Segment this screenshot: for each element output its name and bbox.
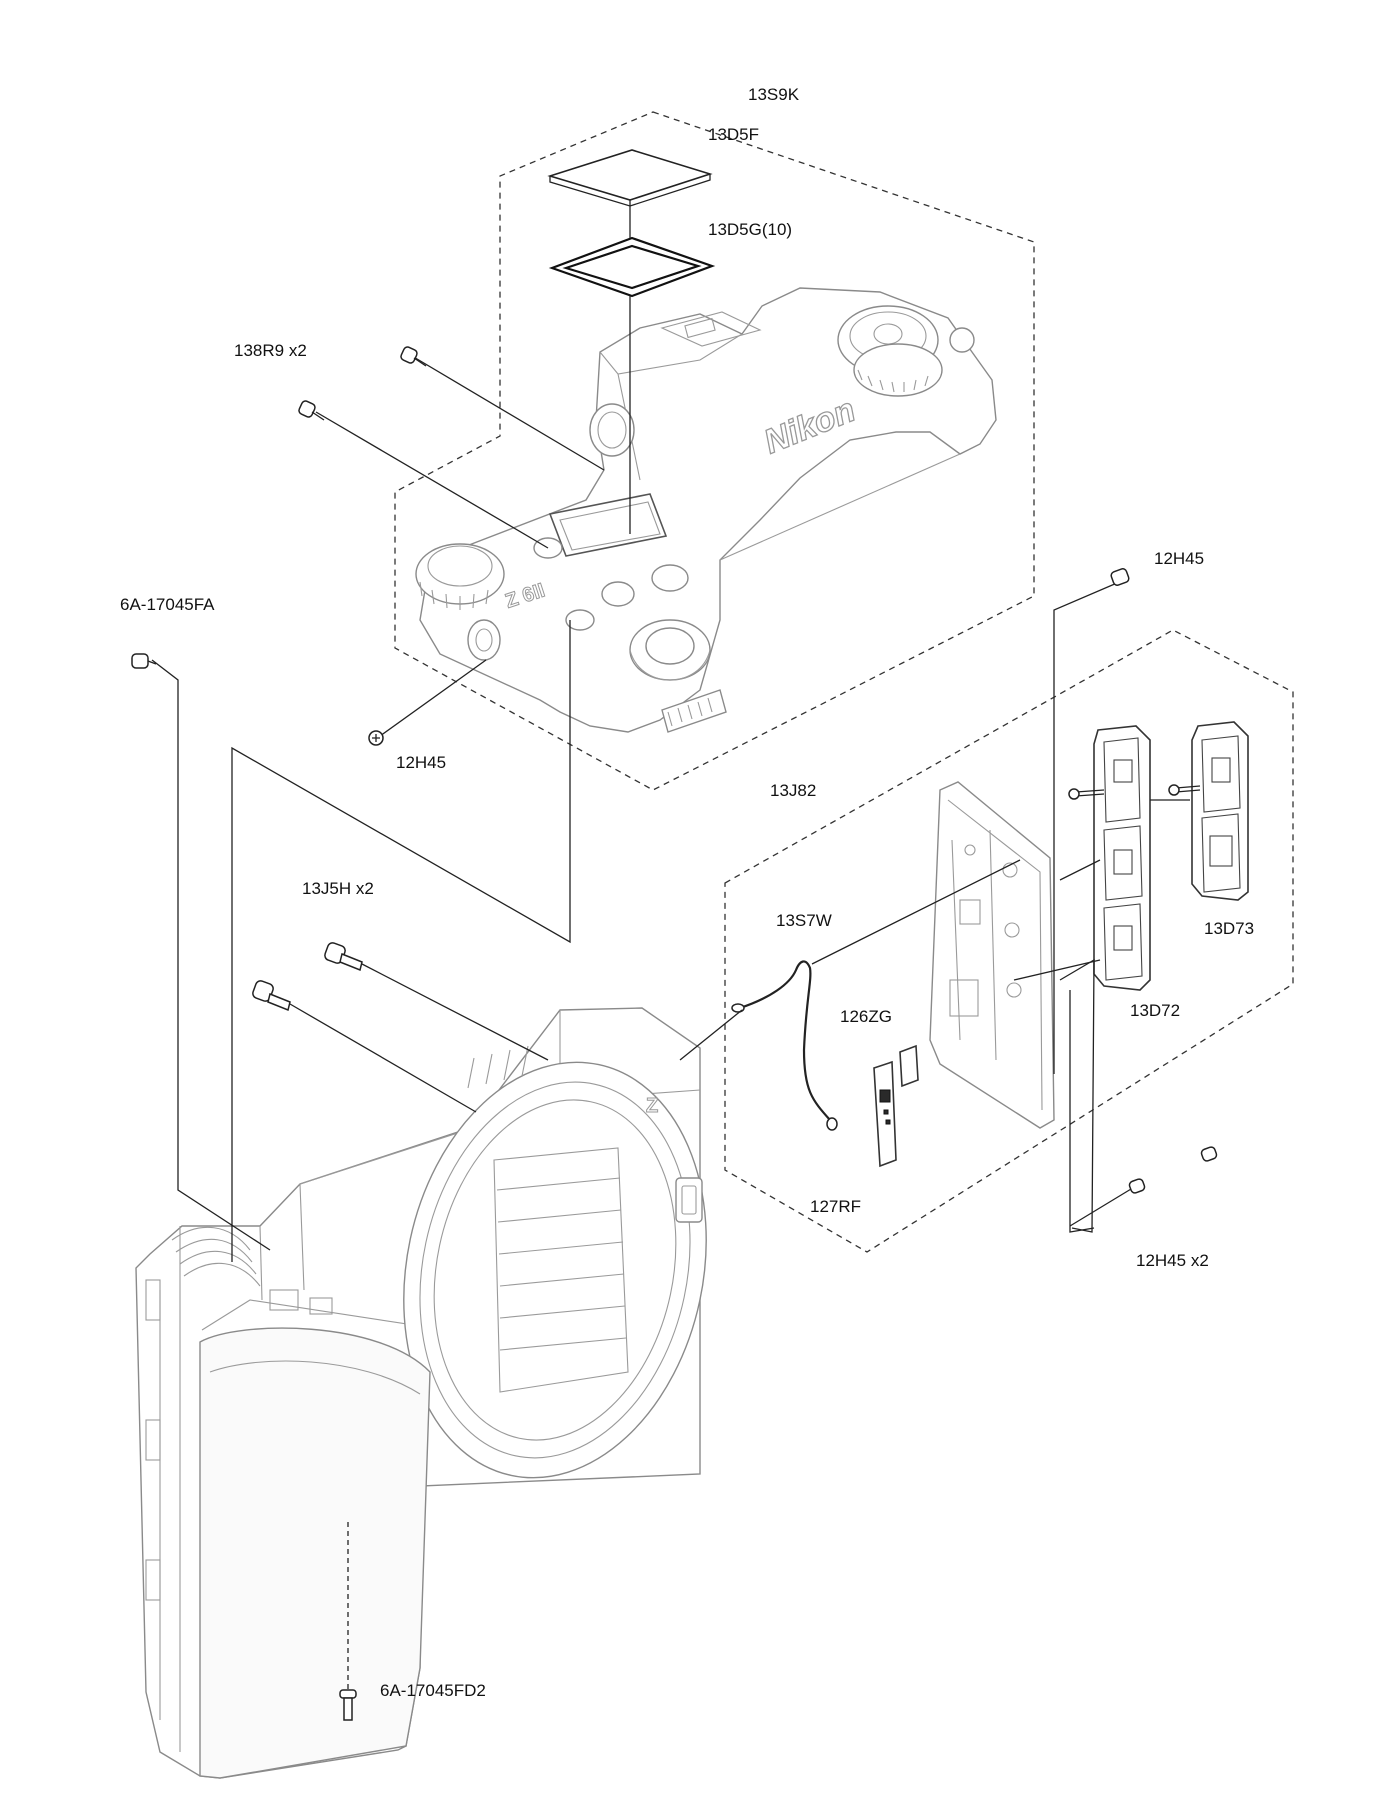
side-assembly-boundary: [724, 629, 1294, 1253]
port-cover-13D72: [1093, 725, 1151, 991]
label-127RF: 127RF: [810, 1197, 861, 1216]
screw-6A-17045FA: [131, 653, 157, 669]
screw-138R9-a: [400, 346, 427, 367]
label-12H45x2: 12H45 x2: [1136, 1251, 1209, 1270]
screw-12H45-top-right: [1110, 568, 1130, 586]
label-126ZG: 126ZG: [840, 1007, 892, 1026]
label-13D73: 13D73: [1204, 919, 1254, 938]
cable: [739, 960, 831, 1121]
label-13D72: 13D72: [1130, 1001, 1180, 1020]
label-6A-17045FA: 6A-17045FA: [120, 595, 215, 614]
label-13J82: 13J82: [770, 781, 816, 800]
label-13S9K: 13S9K: [748, 85, 800, 104]
screw-12H45-side-b: [1128, 1178, 1146, 1194]
top-cover-assembly-boundary: [394, 111, 1035, 791]
label-12H45-top-right: 12H45: [1154, 549, 1204, 568]
side-frame: [929, 781, 1055, 1129]
camera-body: Z: [135, 1007, 707, 1779]
mount-badge: Z: [646, 1095, 658, 1117]
label-138R9: 138R9 x2: [234, 341, 307, 360]
screw-13J5H-a: [324, 942, 363, 972]
screw-138R9-b: [298, 400, 325, 421]
leader-lines: [151, 200, 1190, 1698]
pcb-board: [873, 1060, 897, 1168]
lcd-tape: [548, 236, 716, 298]
port-cover-13D73: [1191, 721, 1249, 901]
label-13D5G: 13D5G(10): [708, 220, 792, 239]
label-13J5H: 13J5H x2: [302, 879, 374, 898]
label-12H45-front: 12H45: [396, 753, 446, 772]
top-cover: Nikon Z 6II: [415, 287, 997, 733]
label-6A-17045FD2: 6A-17045FD2: [380, 1681, 486, 1700]
label-13S7W: 13S7W: [776, 911, 832, 930]
screw-13J5H-b: [252, 980, 291, 1012]
small-gasket: [899, 1044, 919, 1088]
screw-12H45-front: [368, 730, 384, 746]
screw-12H45-side-a: [1200, 1146, 1218, 1162]
screw-6A-17045FD2: [339, 1689, 357, 1721]
label-13D5F: 13D5F: [708, 125, 759, 144]
lcd-window: [547, 149, 713, 201]
